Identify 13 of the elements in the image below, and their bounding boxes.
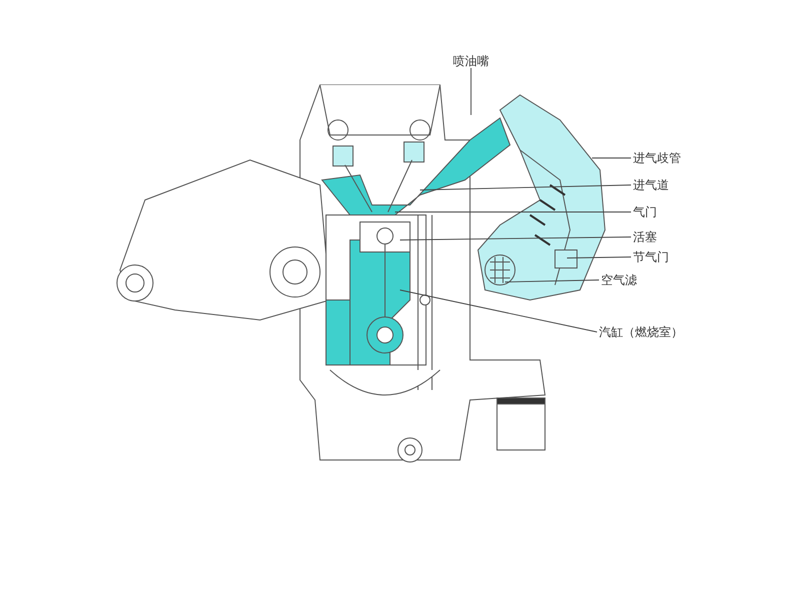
part-label: 气门 [632, 205, 658, 219]
part-label: 喷油嘴 [452, 54, 490, 68]
part-label: 进气歧管 [632, 151, 682, 165]
leader-line [420, 184, 632, 190]
leader-line [400, 290, 598, 332]
leader-line [400, 236, 632, 240]
part-label: 空气滤 [600, 273, 638, 287]
part-label: 节气门 [632, 250, 670, 264]
leader-line [470, 68, 472, 116]
leader-line [504, 280, 600, 282]
part-label: 活塞 [632, 230, 658, 244]
part-label: 进气道 [632, 178, 670, 192]
leader-line [566, 256, 632, 258]
